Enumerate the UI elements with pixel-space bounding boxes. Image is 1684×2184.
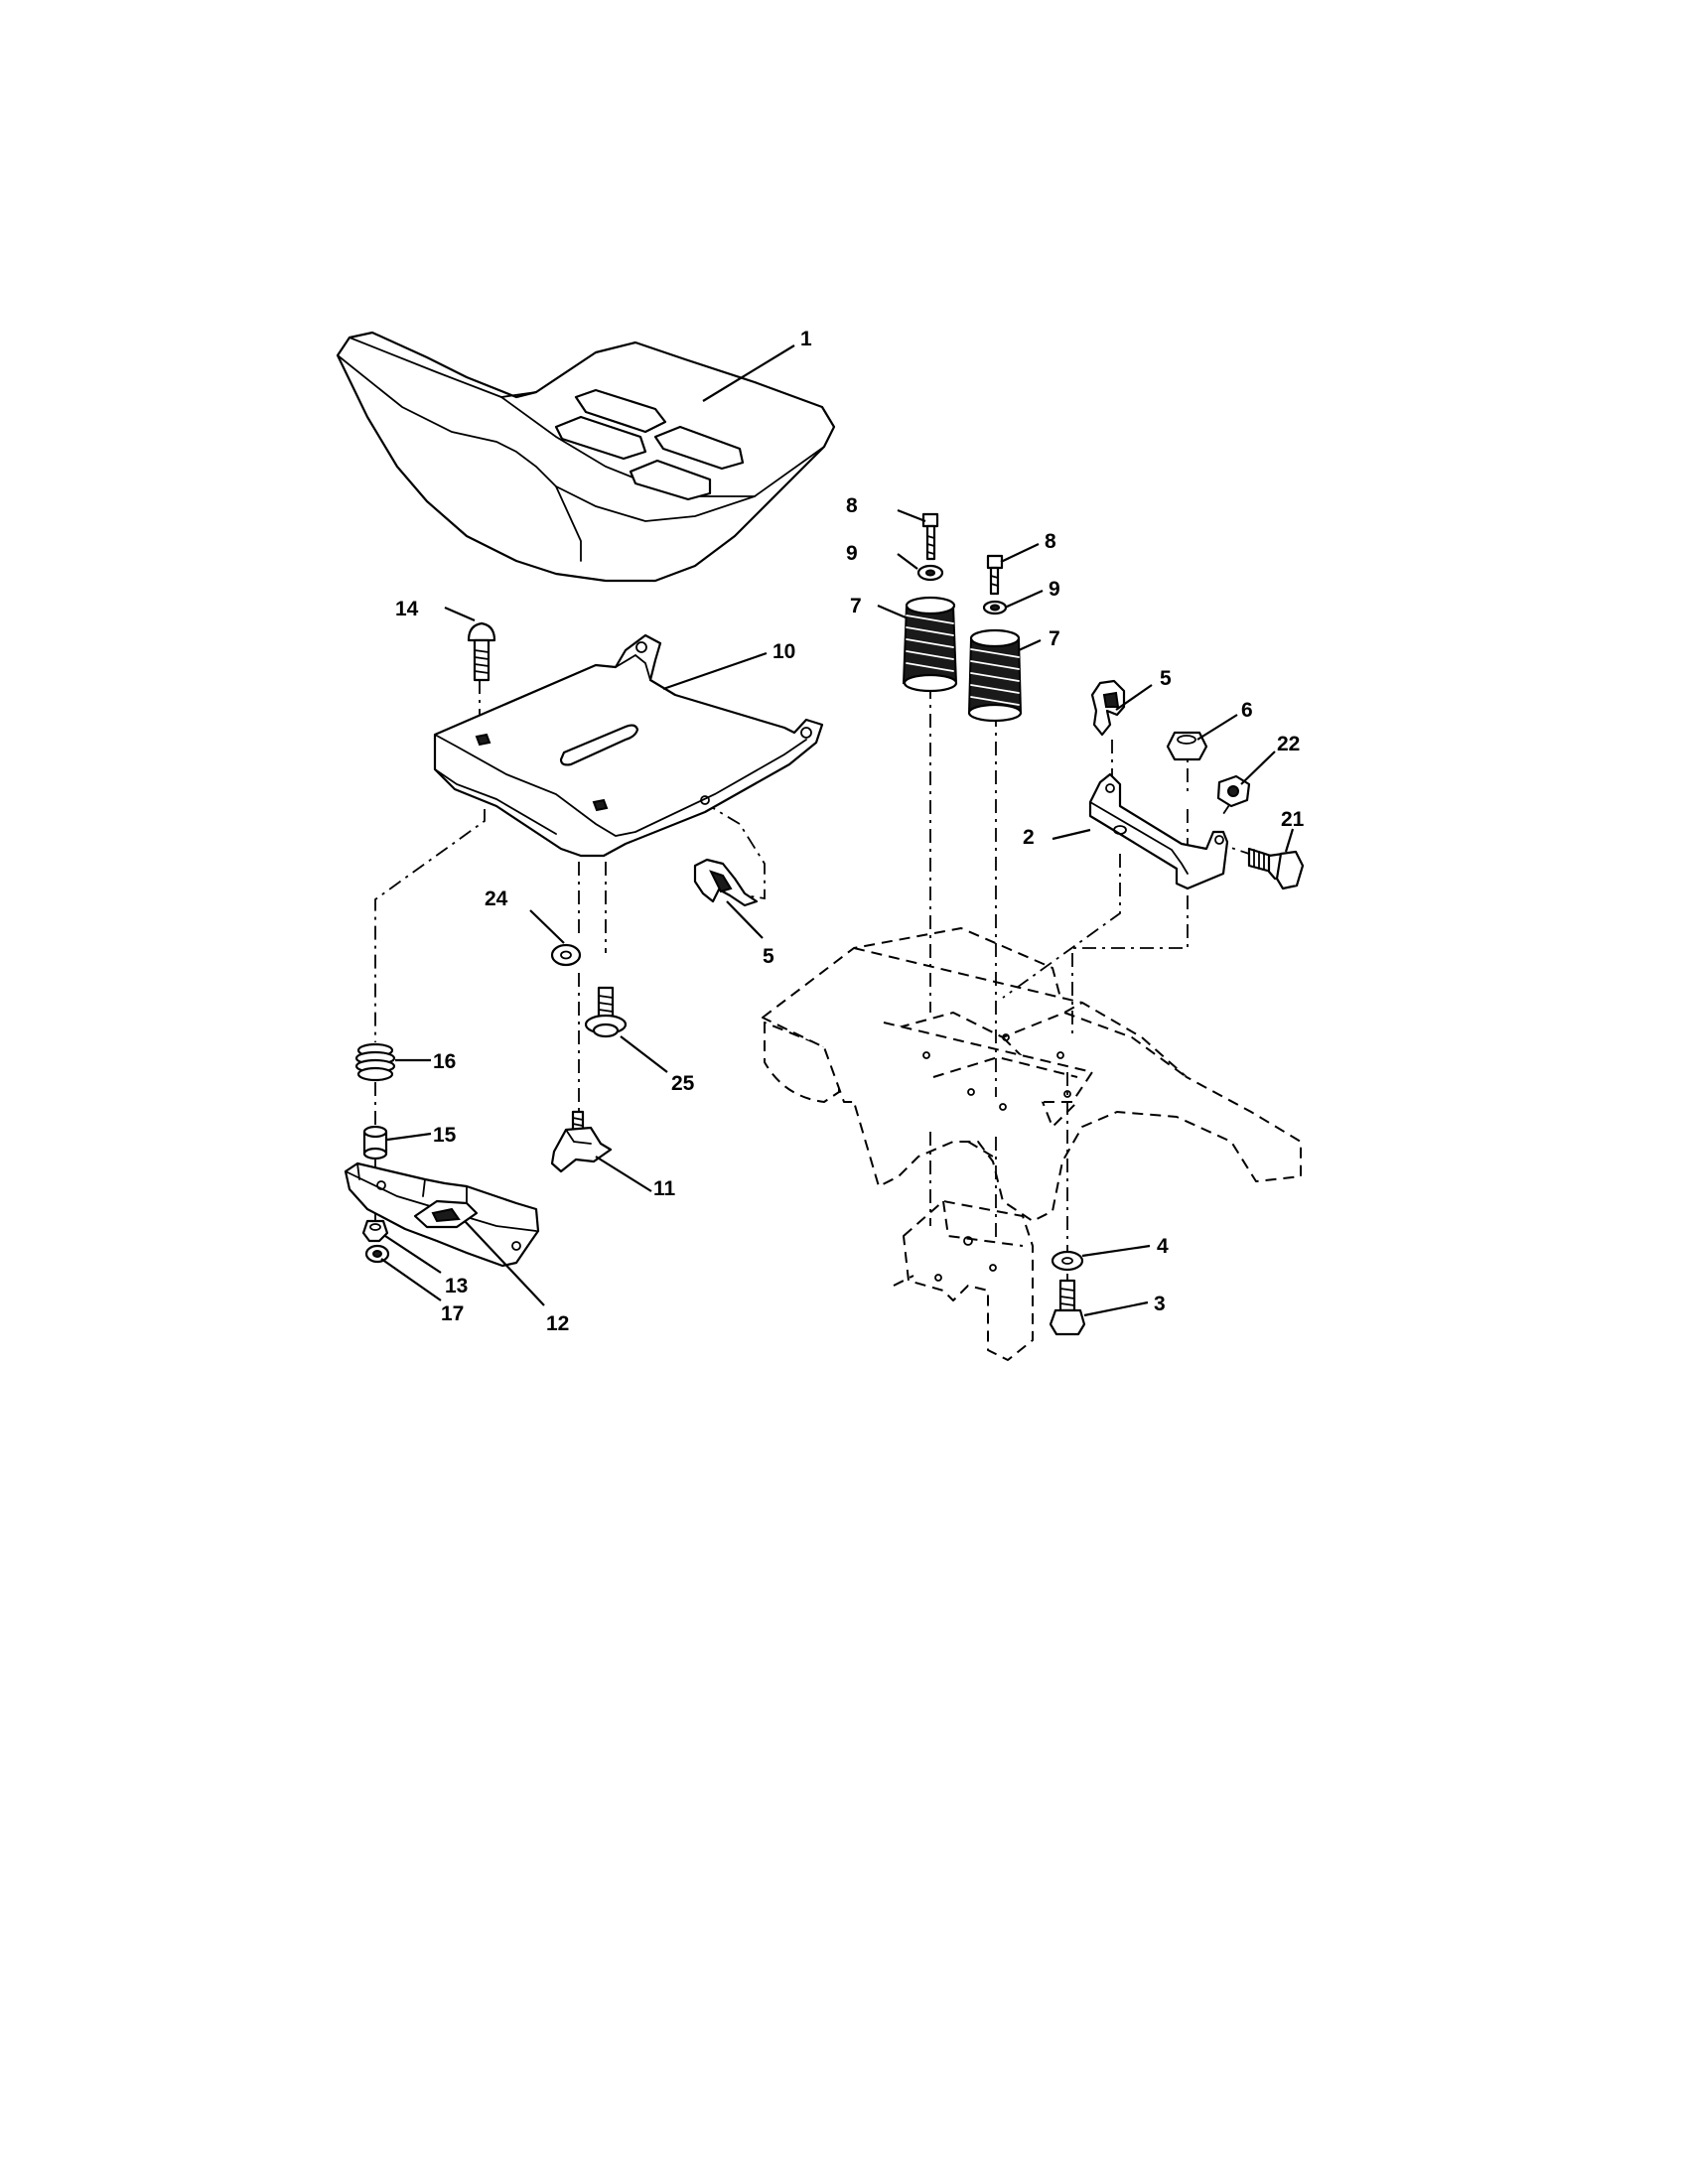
callout-21: 21 [1281,808,1305,831]
callout-15: 15 [433,1124,457,1147]
hex-nut-6 [1166,731,1208,761]
callout-24: 24 [485,887,508,910]
callout-9-left: 9 [846,542,858,565]
callout-16: 16 [433,1050,456,1073]
callout-1: 1 [800,328,812,350]
hairpin-clip-right [1090,679,1126,737]
shoulder-bolt [584,986,628,1038]
callout-12: 12 [546,1312,569,1335]
hex-bolt-3 [1049,1279,1086,1336]
callout-10: 10 [772,640,795,663]
callout-13: 13 [445,1275,468,1297]
spacer [362,1125,388,1160]
callout-leaders [380,344,1295,1317]
lock-washer-left [916,564,944,582]
lock-washer-right [982,600,1008,615]
callout-5-left: 5 [763,945,774,968]
pivot-bolt [1247,847,1305,890]
coil-spring-right [967,628,1023,723]
coil-spring-left [902,596,958,693]
callout-6: 6 [1241,699,1253,722]
callout-7-right: 7 [1049,627,1060,650]
callout-2: 2 [1023,826,1035,849]
carriage-bolt [467,621,496,682]
callout-17: 17 [441,1302,464,1325]
mounting-bracket [1088,772,1229,890]
callout-25: 25 [671,1072,695,1095]
callout-11: 11 [653,1177,676,1200]
callout-7-left: 7 [850,595,862,617]
washer-24 [550,943,582,967]
callout-8-right: 8 [1045,530,1056,553]
fender-frame [762,927,1302,1361]
screw-left [921,512,939,561]
hairpin-clip-left [693,858,759,907]
hex-nut-13 [361,1219,389,1243]
callout-8-left: 8 [846,494,858,517]
seat-spring [354,1042,396,1082]
seat [336,331,836,583]
callout-labels: 1 2 3 4 5 5 6 7 7 8 8 9 9 10 11 12 13 14… [395,328,1305,1335]
slide-rail [344,1161,540,1268]
callout-22: 22 [1277,733,1300,755]
washer-4 [1051,1250,1084,1272]
callout-14: 14 [395,598,419,620]
screw-right [986,554,1004,596]
callout-9-right: 9 [1049,578,1060,601]
washer-17 [364,1244,390,1264]
callout-3: 3 [1154,1293,1166,1315]
seat-adjust-knob [550,1110,613,1173]
callout-5-right: 5 [1160,667,1172,690]
callout-4: 4 [1157,1235,1169,1258]
seat-pan [433,633,824,858]
